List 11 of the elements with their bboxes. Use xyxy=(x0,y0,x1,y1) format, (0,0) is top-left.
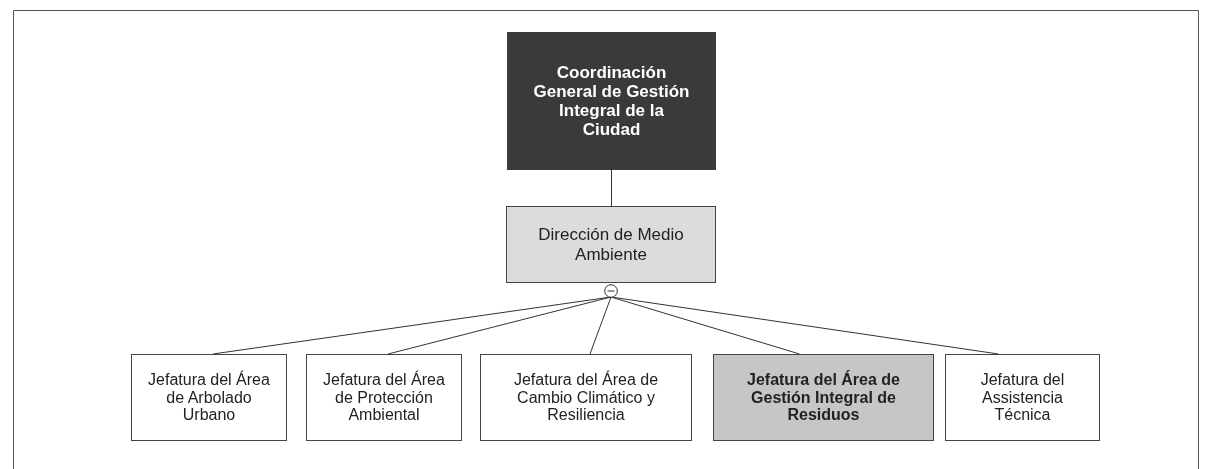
department-box: Jefatura del Área de Cambio Climático y Resiliencia xyxy=(480,354,692,441)
department-box: Jefatura del Área de Arbolado Urbano xyxy=(131,354,287,441)
connector-line xyxy=(387,296,612,355)
department-box: Coordinación General de Gestión Integral de la Ciudad xyxy=(507,32,716,170)
department-box: Jefatura del Área de Protección Ambiental xyxy=(306,354,462,441)
connector-line xyxy=(611,169,612,207)
department-box: Jefatura del Assistencia Técnica xyxy=(945,354,1100,441)
department-box: Dirección de Medio Ambiente xyxy=(506,206,716,283)
highlighted-department-box: Jefatura del Área de Gestión Integral de Residuos xyxy=(713,354,934,441)
collapse-toggle-icon xyxy=(604,284,618,298)
connector-line xyxy=(589,296,612,355)
